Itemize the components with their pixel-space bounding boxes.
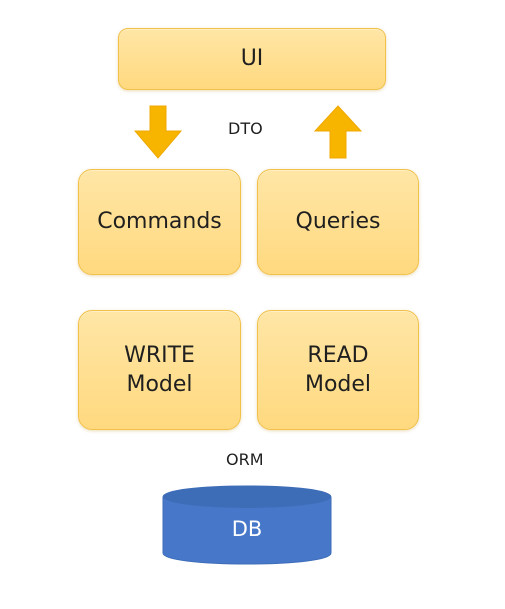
ui-layer-label: UI: [240, 46, 264, 72]
commands-label: Commands: [97, 209, 222, 235]
up-arrow-shape: [313, 105, 363, 159]
database-cylinder: DB: [162, 485, 332, 565]
database-cylinder-top: [163, 486, 331, 508]
read-model-box: READ Model: [257, 310, 419, 430]
read-model-label: READ Model: [304, 342, 372, 397]
database-label: DB: [231, 517, 263, 541]
down-arrow-shape: [133, 105, 183, 159]
commands-box: Commands: [78, 169, 241, 275]
write-model-box: WRITE Model: [78, 310, 241, 430]
orm-label: ORM: [226, 450, 264, 469]
ui-layer-box: UI: [118, 28, 386, 90]
dto-label: DTO: [228, 119, 263, 138]
write-model-label: WRITE Model: [124, 342, 195, 397]
down-arrow-icon: [133, 105, 183, 159]
queries-box: Queries: [257, 169, 419, 275]
up-arrow-icon: [313, 105, 363, 159]
database-cylinder-icon: [162, 485, 332, 565]
queries-label: Queries: [295, 209, 381, 235]
